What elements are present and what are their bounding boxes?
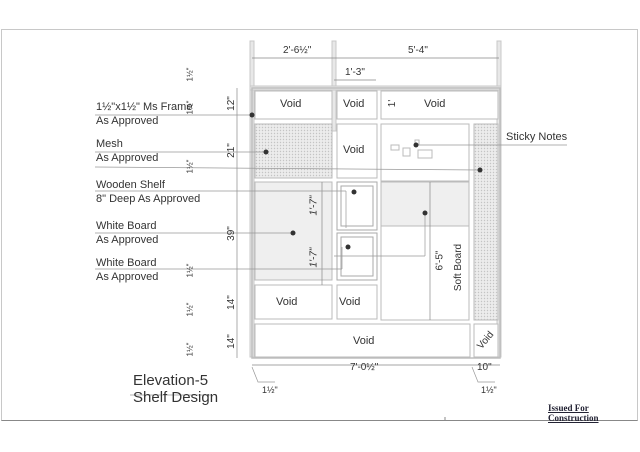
callout-white-board-1-line2: As Approved <box>96 234 159 246</box>
sticky-notes <box>390 139 433 159</box>
void-panel-r4-2 <box>336 284 378 320</box>
callout-white-board-1-line1: White Board <box>96 220 157 232</box>
dim-bottom-width: 7'-0½" <box>350 362 379 373</box>
void-panel-r1-3 <box>380 90 499 120</box>
dim-bottom-right-gap: 1½" <box>481 385 497 395</box>
drawing-title-line2: Shelf Design <box>133 389 219 406</box>
void-label-r2: Void <box>343 144 365 156</box>
dim-top-left-width: 2'-6½" <box>283 45 312 56</box>
dim-row2-height: 21" <box>225 143 237 158</box>
dim-inner-height: 1' <box>387 99 399 108</box>
dim-frame-gap-4: 1½" <box>185 263 195 278</box>
callout-mesh-line1: Mesh <box>96 138 123 150</box>
dim-soft-board-height: 6'-5" <box>434 250 446 271</box>
dim-row3-height: 39" <box>225 226 237 241</box>
void-label-r1-3: Void <box>424 98 446 110</box>
callout-white-board-2-line1: White Board <box>96 257 157 269</box>
void-panel-r4-1 <box>254 284 333 320</box>
soft-board-label: Soft Board <box>453 243 465 292</box>
void-label-r1-2: Void <box>343 98 365 110</box>
wooden-shelf-upper <box>336 181 378 231</box>
callout-dots <box>249 112 483 250</box>
dim-bottom-left-gap: 1½" <box>262 385 278 395</box>
callout-wooden-shelf-line2: 8" Deep As Approved <box>96 193 201 205</box>
callout-wooden-shelf-line1: Wooden Shelf <box>96 179 165 191</box>
dim-shelf-upper: 1'-7" <box>308 195 320 216</box>
leader-lines <box>94 114 567 396</box>
dim-frame-gap-6: 1½" <box>185 342 195 357</box>
void-panel-r5-1 <box>254 323 471 358</box>
dim-shelf-lower: 1'-7" <box>308 247 320 268</box>
dim-row5-height: 14" <box>225 334 237 349</box>
dim-frame-gap-1: 1½" <box>185 67 195 82</box>
void-label-r4-2: Void <box>339 296 361 308</box>
dim-row1-height: 12" <box>225 96 237 111</box>
void-label-r4-1: Void <box>276 296 298 308</box>
callout-ms-frame-line1: 1½"x1½" Ms Frame <box>96 101 193 113</box>
void-panel-r1-2 <box>336 90 378 120</box>
void-label-r1-1: Void <box>280 98 302 110</box>
drawing-title-line1: Elevation-5 <box>133 372 209 389</box>
void-label-r5-1: Void <box>353 335 375 347</box>
mesh-column-right <box>473 123 499 321</box>
dim-row4-height: 14" <box>225 295 237 310</box>
callout-sticky-notes: Sticky Notes <box>506 131 568 143</box>
dim-top-mid-width: 1'-3" <box>345 67 365 78</box>
void-panel-r1-1 <box>254 90 333 120</box>
dim-frame-gap-3: 1½" <box>185 159 195 174</box>
callout-ms-frame-line2: As Approved <box>96 115 159 127</box>
dim-top-right-width: 5'-4" <box>408 45 428 56</box>
issued-for-construction-stamp: Issued For Construction <box>548 403 599 423</box>
dimension-lines <box>236 57 500 366</box>
wooden-shelf-lower <box>336 232 378 281</box>
drawing-sheet-border <box>1 29 638 421</box>
dim-frame-gap-5: 1½" <box>185 302 195 317</box>
callout-white-board-2-line2: As Approved <box>96 271 159 283</box>
outer-frame <box>251 87 501 359</box>
callout-mesh-line2: As Approved <box>96 152 159 164</box>
void-panel-r5-2 <box>473 323 499 358</box>
dim-bottom-right-width: 10" <box>477 362 492 373</box>
